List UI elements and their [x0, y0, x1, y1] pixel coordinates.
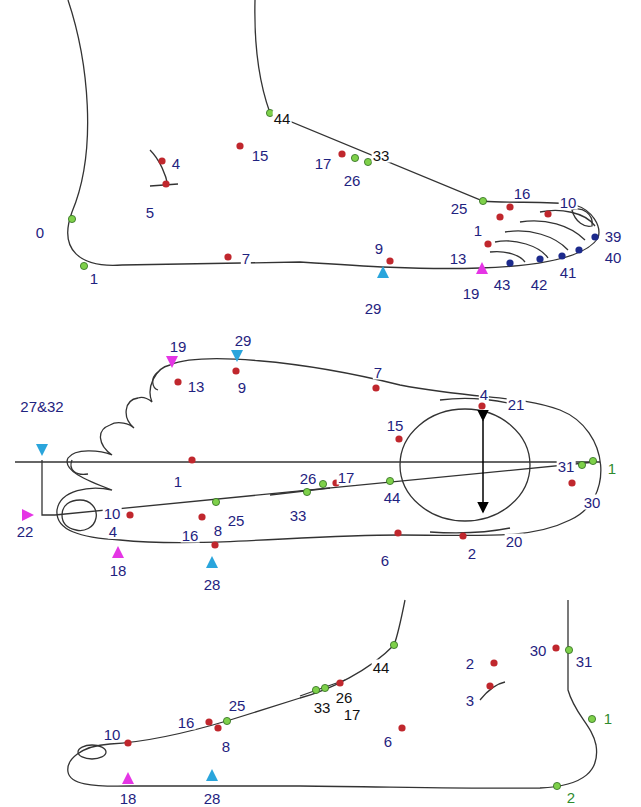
callout-number: 15 — [251, 148, 270, 163]
callout-number: 13 — [449, 251, 468, 266]
callout-number: 17 — [343, 707, 362, 722]
callout-number: 16 — [513, 186, 532, 201]
callout-number: 40 — [604, 250, 623, 265]
callout-number: 33 — [289, 508, 308, 523]
callout-number: 30 — [529, 643, 548, 658]
callout-number: 3 — [465, 693, 475, 708]
callout-number: 33 — [313, 700, 332, 715]
callout-number: 22 — [16, 524, 35, 539]
callout-number: 4 — [479, 387, 489, 402]
callout-number: 1 — [607, 461, 617, 476]
callout-number: 17 — [337, 470, 356, 485]
callout-number: 2 — [467, 546, 477, 561]
callout-number: 0 — [35, 225, 45, 240]
callout-number: 19 — [169, 339, 188, 354]
callout-number: 4 — [108, 524, 118, 539]
callout-number: 20 — [505, 534, 524, 549]
callout-number: 18 — [109, 563, 128, 578]
callout-number: 2 — [566, 790, 576, 805]
callout-number: 1 — [89, 271, 99, 286]
callout-number: 44 — [372, 660, 391, 675]
callout-number: 44 — [383, 490, 402, 505]
callout-number: 44 — [273, 111, 292, 126]
callout-number: 29 — [234, 333, 253, 348]
callout-number: 43 — [493, 277, 512, 292]
callout-number: 5 — [145, 205, 155, 220]
callout-number: 7 — [241, 251, 251, 266]
callout-number: 18 — [119, 790, 138, 805]
callout-number: 17 — [314, 156, 333, 171]
callout-number: 9 — [374, 241, 384, 256]
callout-number: 26 — [299, 471, 318, 486]
callout-number: 30 — [583, 495, 602, 510]
callout-number: 31 — [575, 654, 594, 669]
callout-number: 25 — [228, 698, 247, 713]
callout-number: 9 — [237, 380, 247, 395]
callout-number: 26 — [335, 690, 354, 705]
callout-number: 25 — [227, 513, 246, 528]
callout-number: 41 — [559, 265, 578, 280]
callout-number: 26 — [343, 173, 362, 188]
callout-number: 10 — [103, 727, 122, 742]
callout-number: 39 — [604, 229, 623, 244]
callout-number: 28 — [203, 577, 222, 592]
callout-number: 8 — [213, 523, 223, 538]
callout-number: 33 — [372, 148, 391, 163]
callout-number: 28 — [203, 790, 222, 805]
callout-number: 29 — [364, 301, 383, 316]
callout-number: 1 — [603, 711, 613, 726]
callout-number: 10 — [103, 506, 122, 521]
callout-number: 27&32 — [19, 399, 64, 414]
callout-number: 13 — [187, 379, 206, 394]
callout-number: 6 — [380, 553, 390, 568]
callout-number: 25 — [450, 201, 469, 216]
callout-number: 1 — [473, 223, 483, 238]
callout-number: 31 — [557, 459, 576, 474]
callout-number: 21 — [507, 397, 526, 412]
callout-number: 6 — [383, 734, 393, 749]
callout-number: 42 — [530, 277, 549, 292]
callout-number: 1 — [173, 474, 183, 489]
callout-number: 19 — [462, 286, 481, 301]
callout-number: 16 — [181, 528, 200, 543]
callout-number: 4 — [171, 156, 181, 171]
callout-number: 15 — [386, 418, 405, 433]
callout-number: 8 — [221, 739, 231, 754]
callout-number: 10 — [559, 195, 578, 210]
callout-number: 7 — [373, 365, 383, 380]
callout-number: 2 — [465, 656, 475, 671]
callout-number: 16 — [177, 715, 196, 730]
